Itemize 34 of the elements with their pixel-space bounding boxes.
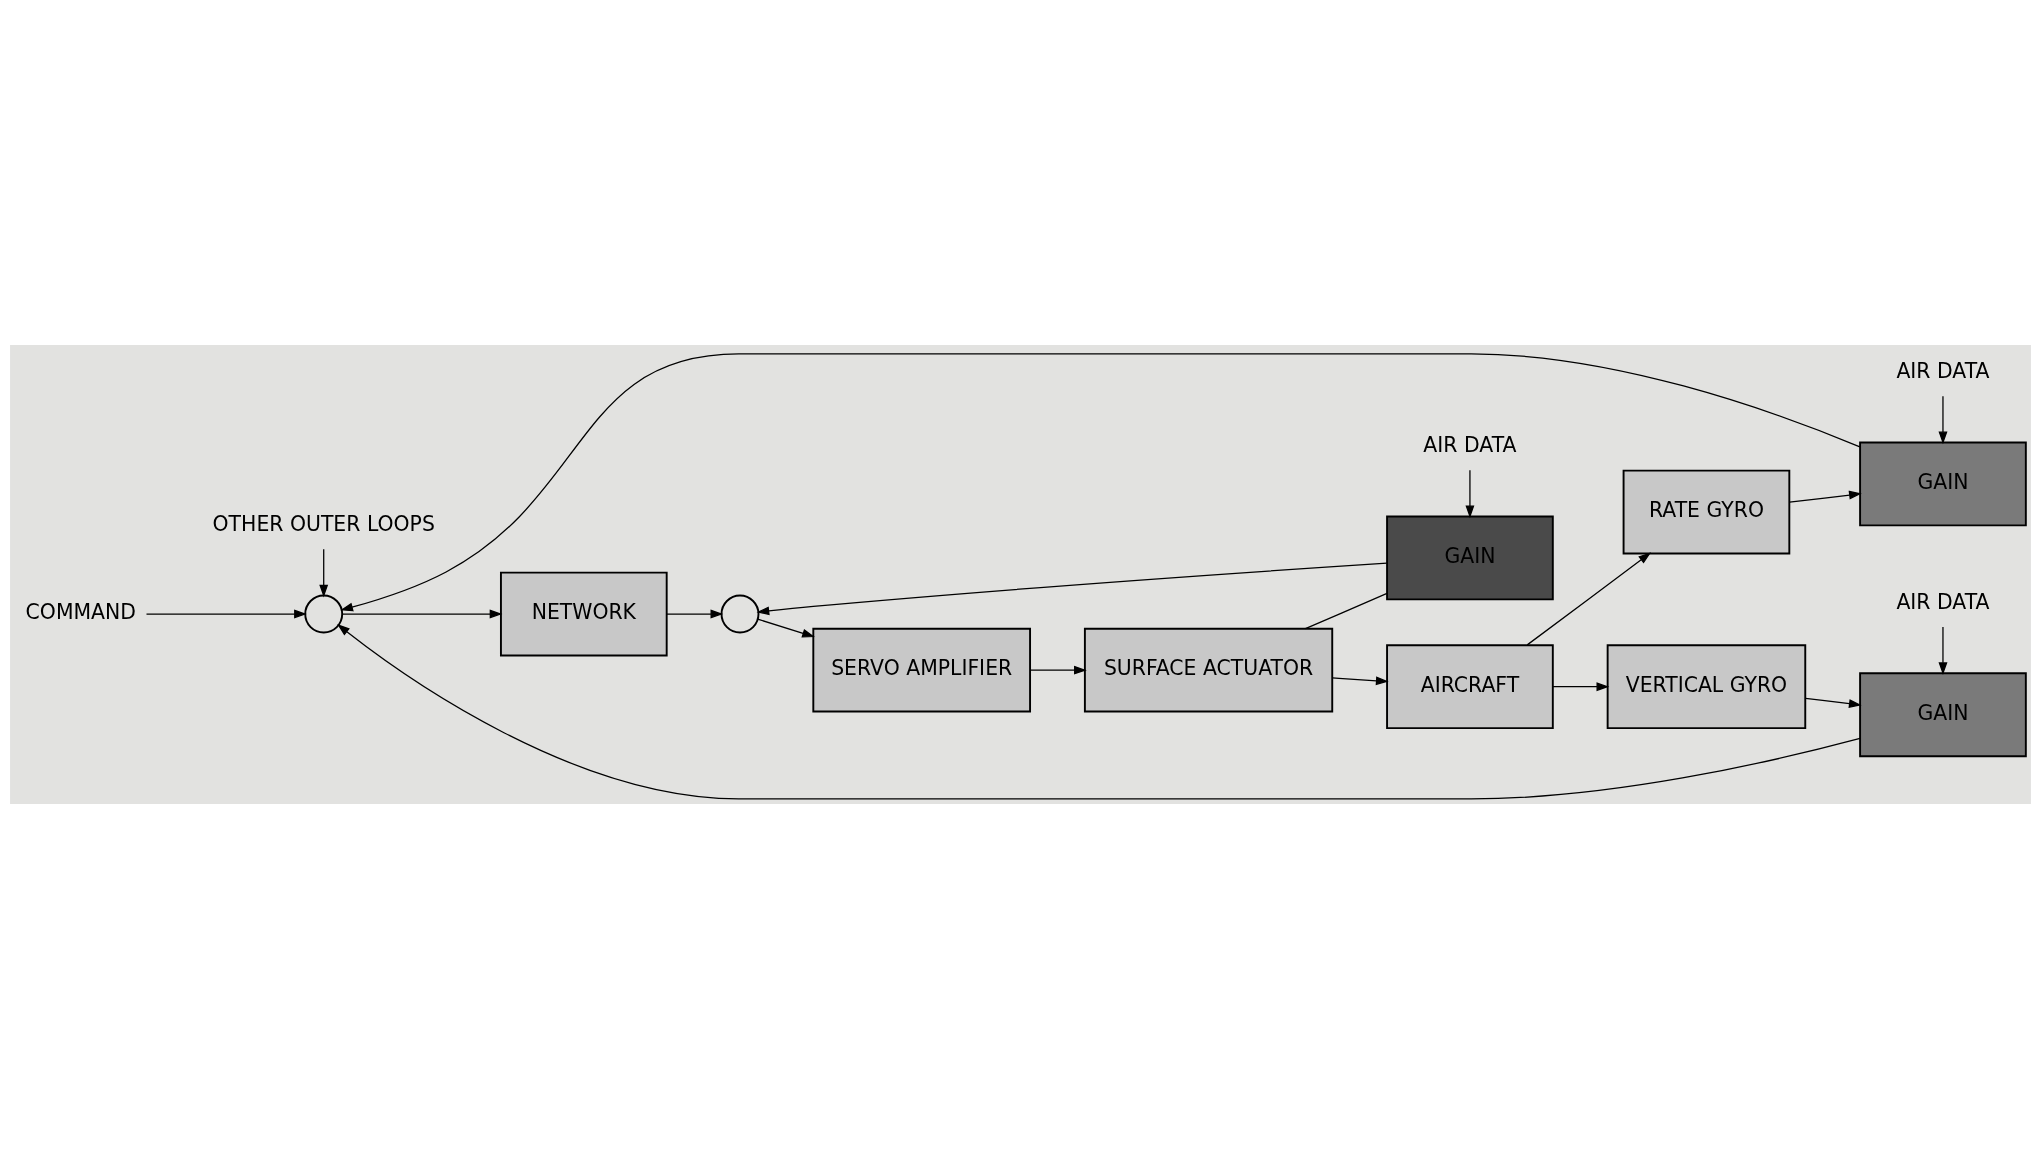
node-box: GAIN bbox=[1386, 515, 1554, 601]
arrow bbox=[145, 609, 307, 619]
node-circle bbox=[720, 594, 760, 634]
arrow bbox=[340, 353, 1861, 612]
node-text: COMMAND bbox=[25, 599, 137, 624]
arrow bbox=[666, 609, 724, 619]
arrow bbox=[1526, 552, 1652, 646]
arrow bbox=[757, 618, 815, 638]
node-box: VERTICAL GYRO bbox=[1606, 644, 1807, 730]
arrow bbox=[1331, 676, 1389, 686]
connector bbox=[1304, 592, 1388, 630]
node-box: SERVO AMPLIFIER bbox=[812, 627, 1031, 713]
node-box: GAIN bbox=[1859, 441, 2027, 527]
node-text: AIR DATA bbox=[1423, 432, 1517, 457]
node-box: RATE GYRO bbox=[1622, 469, 1791, 555]
arrow bbox=[1029, 665, 1087, 675]
node-text: AIR DATA bbox=[1896, 358, 1990, 383]
arrow bbox=[756, 562, 1388, 616]
arrow bbox=[341, 609, 503, 619]
arrow bbox=[1788, 490, 1862, 503]
node-box: NETWORK bbox=[500, 571, 668, 657]
arrow bbox=[1465, 469, 1475, 519]
arrow bbox=[337, 624, 1861, 800]
node-circle bbox=[304, 594, 344, 634]
arrow bbox=[1552, 682, 1610, 692]
arrow bbox=[319, 548, 329, 598]
node-text: OTHER OUTER LOOPS bbox=[212, 511, 435, 536]
node-box: GAIN bbox=[1859, 672, 2027, 758]
arrow bbox=[1804, 697, 1862, 709]
arrow bbox=[1938, 395, 1948, 445]
node-text: AIR DATA bbox=[1896, 589, 1990, 614]
node-box: AIRCRAFT bbox=[1386, 644, 1554, 730]
node-box: SURFACE ACTUATOR bbox=[1083, 627, 1334, 713]
arrow bbox=[1938, 626, 1948, 676]
